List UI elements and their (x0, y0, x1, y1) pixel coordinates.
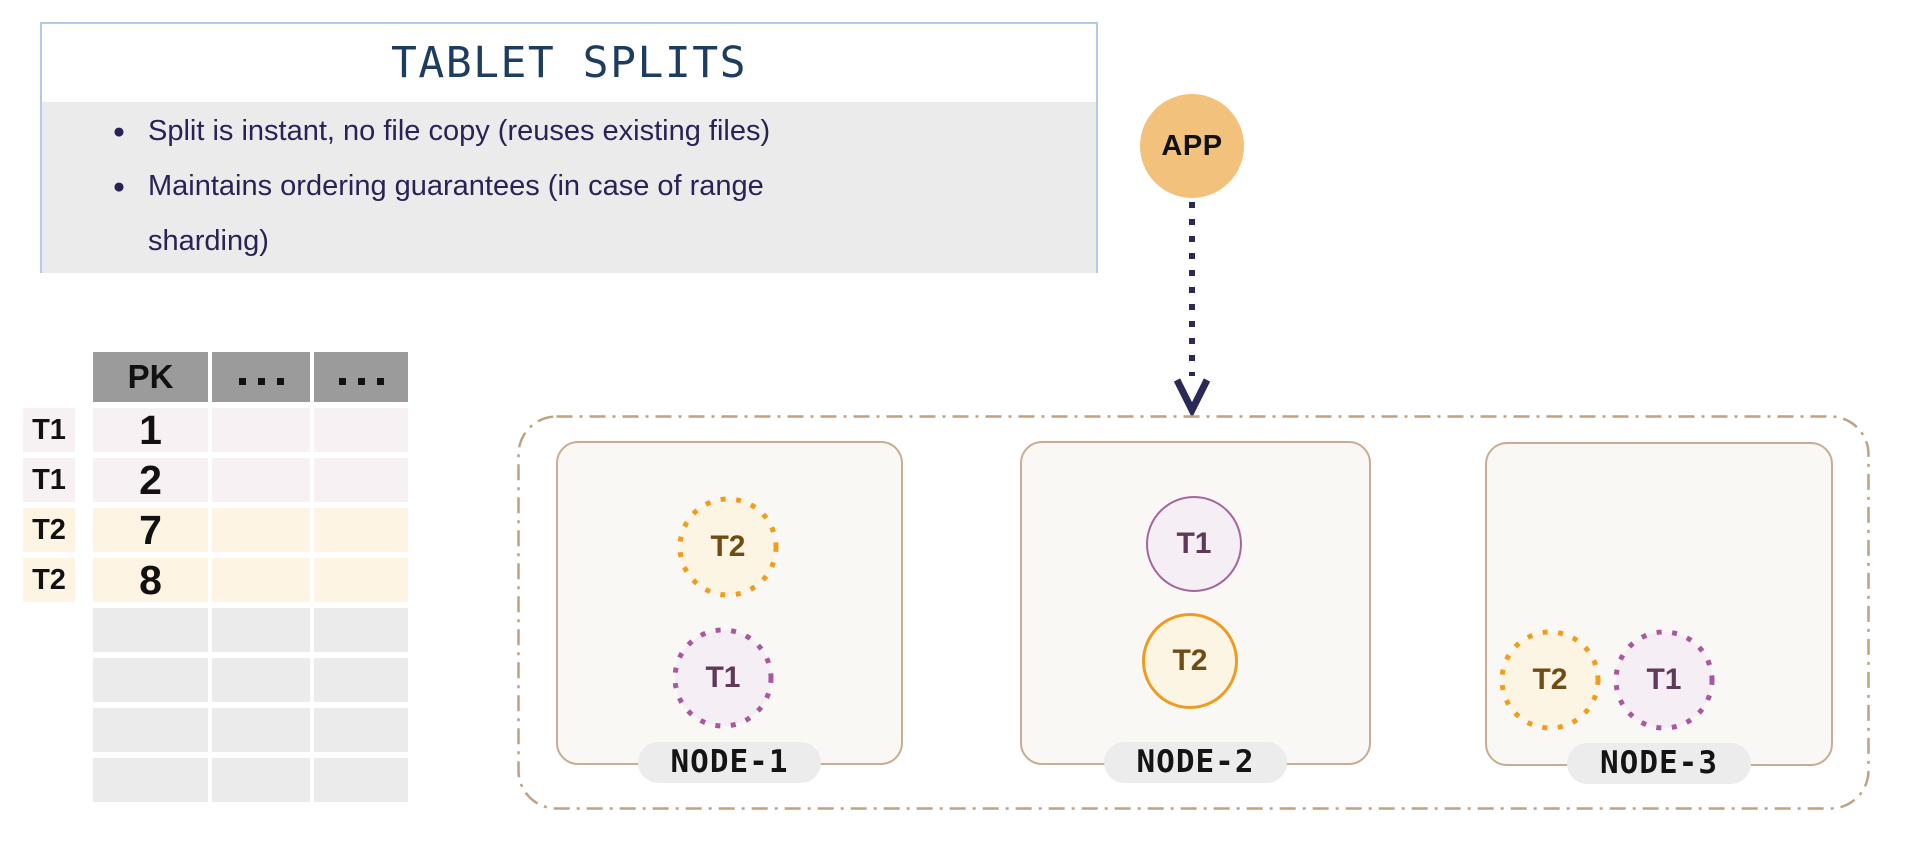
table-header-cell (212, 352, 310, 402)
tablet-label-cell: T2 (23, 558, 75, 602)
pk-cell: 1 (93, 407, 208, 453)
bullet-dot-icon: ● (112, 175, 126, 198)
tablet-label-cell: T1 (23, 458, 75, 502)
pk-cell: 8 (93, 557, 208, 603)
bullet-line: Split is instant, no file copy (reuses e… (148, 115, 771, 147)
empty-cell (93, 608, 208, 652)
node-label-pill: NODE-1 (637, 742, 822, 783)
empty-cell (93, 708, 208, 752)
empty-cell (314, 608, 408, 652)
dotted-ring-icon (677, 496, 779, 598)
tablet-label: T2 (710, 530, 746, 563)
empty-cell (314, 758, 408, 802)
sample-table: PK 1 2 7 8 (93, 352, 408, 802)
table-cell (212, 458, 310, 502)
tablet-circle-t1: T1 (672, 627, 774, 729)
table-cell (212, 508, 310, 552)
table-cell (314, 458, 408, 502)
table-cell (314, 408, 408, 452)
tablet-circle-t1: T1 (1613, 629, 1715, 731)
table-cell (314, 508, 408, 552)
empty-cell (212, 658, 310, 702)
tablet-circle-t2: T2 (1499, 629, 1601, 731)
bullet-text: Split is instant, no file copy (reuses e… (148, 104, 770, 159)
empty-cell (212, 758, 310, 802)
empty-cell (93, 758, 208, 802)
tablet-circle-t2: T2 (677, 496, 779, 598)
table-cell (314, 558, 408, 602)
table-row-label-column: T1 T1 T2 T2 (23, 408, 75, 602)
app-node: APP (1140, 94, 1244, 198)
tablet-label: T2 (1172, 644, 1208, 677)
bullet-item: ● Split is instant, no file copy (reuses… (90, 104, 1076, 159)
empty-cell (314, 658, 408, 702)
info-box-title: TABLET SPLITS (42, 24, 1096, 102)
node-label-pill: NODE-2 (1103, 742, 1288, 783)
bullet-item: ● Maintains ordering guarantees (in case… (90, 159, 1076, 269)
table-cell (212, 408, 310, 452)
bullet-line: sharding) (148, 225, 269, 257)
tablet-circle-t2: T2 (1142, 613, 1238, 709)
cluster-boundary (517, 415, 1870, 810)
bullet-dot-icon: ● (112, 120, 126, 143)
table-header-cell (314, 352, 408, 402)
table-cell (212, 558, 310, 602)
tablet-label: T1 (1176, 527, 1212, 560)
dotted-ring-icon (672, 627, 774, 729)
ellipsis-icon (238, 377, 284, 385)
dotted-ring-icon (1499, 629, 1601, 731)
app-to-cluster-arrow (1173, 202, 1211, 418)
bullet-text: Maintains ordering guarantees (in case o… (148, 159, 764, 269)
tablet-circle-t1: T1 (1146, 496, 1242, 592)
tablet-label: T1 (705, 661, 741, 694)
node-box-2: NODE-2 (1020, 441, 1371, 783)
tablet-label: T1 (1646, 663, 1682, 696)
info-box: TABLET SPLITS ● Split is instant, no fil… (40, 22, 1098, 273)
pk-cell: 7 (93, 507, 208, 553)
bullet-line: Maintains ordering guarantees (in case o… (148, 170, 764, 202)
table-header-cell-pk: PK (93, 352, 208, 402)
empty-cell (212, 708, 310, 752)
dotted-ring-icon (1613, 629, 1715, 731)
node-label-pill: NODE-3 (1567, 743, 1751, 784)
ellipsis-icon (338, 377, 384, 385)
tablet-label: T2 (1532, 663, 1568, 696)
tablet-label-cell: T1 (23, 408, 75, 452)
tablet-label-cell: T2 (23, 508, 75, 552)
pk-cell: 2 (93, 457, 208, 503)
empty-cell (212, 608, 310, 652)
empty-cell (93, 658, 208, 702)
empty-cell (314, 708, 408, 752)
info-box-body: ● Split is instant, no file copy (reuses… (42, 102, 1096, 273)
